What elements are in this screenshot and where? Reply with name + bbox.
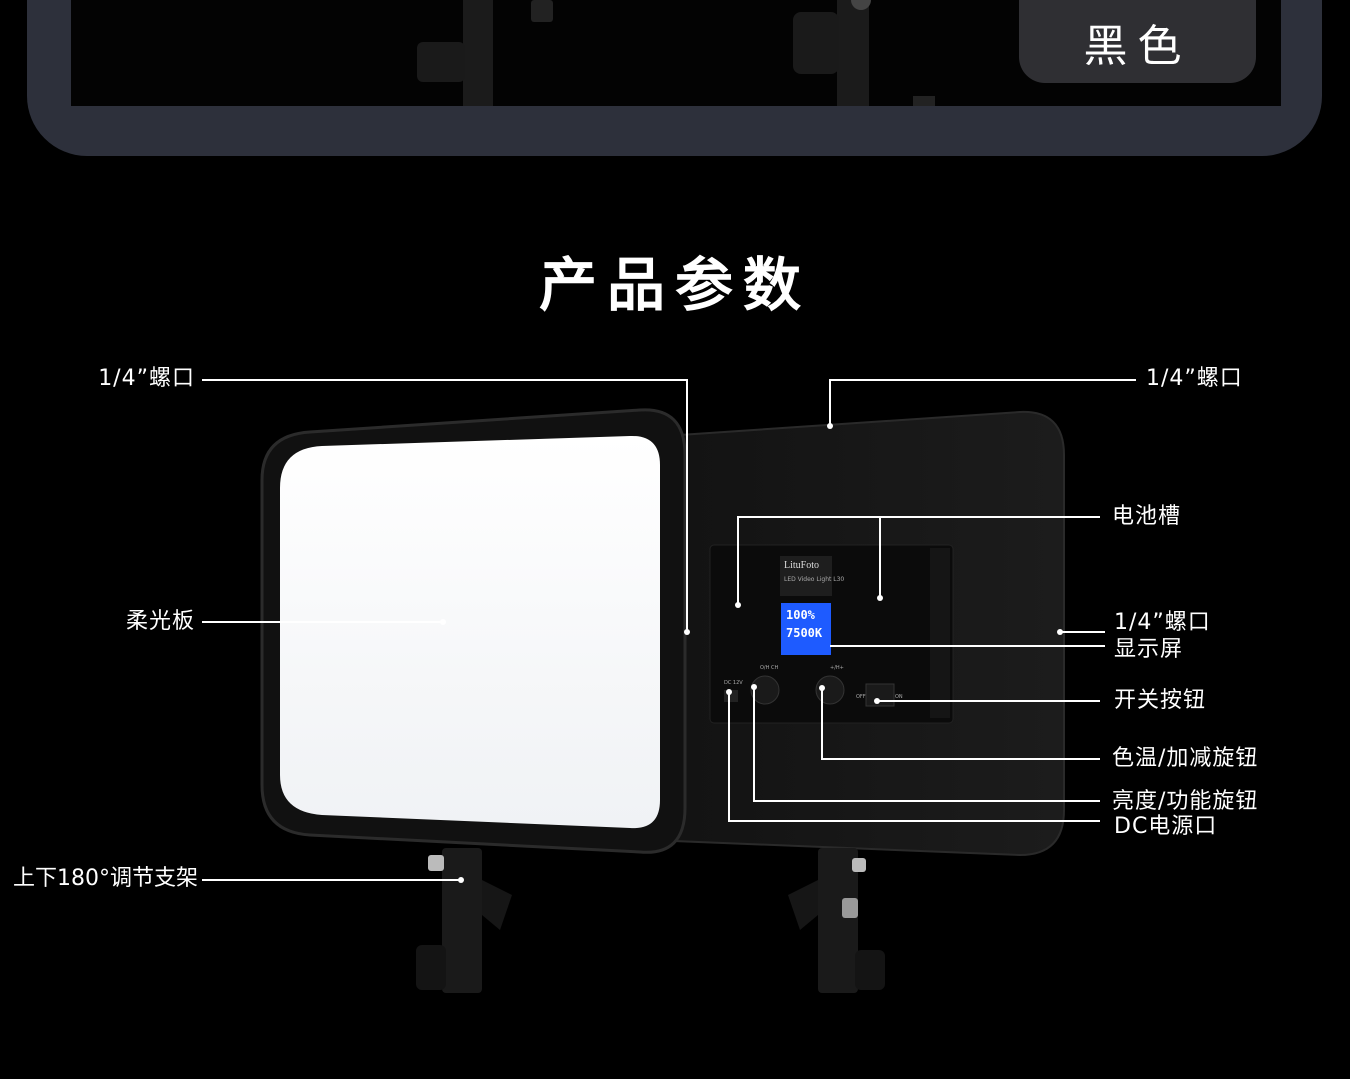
- callout-display: 显示屏: [1114, 637, 1184, 662]
- callout-top-right-mount: 1/4”螺口: [1146, 366, 1243, 391]
- callout-dc-port: DC电源口: [1114, 814, 1218, 839]
- callout-soft-panel: 柔光板: [125, 609, 195, 634]
- callout-brightness-knob: 亮度/功能旋钮: [1112, 789, 1259, 814]
- switch-on-label: ON: [895, 694, 903, 700]
- callout-battery-slot: 电池槽: [1112, 504, 1182, 529]
- callout-temp-knob: 色温/加减旋钮: [1112, 746, 1259, 771]
- section-title: 产品参数: [538, 251, 811, 319]
- knob-left-label: O/H CH: [760, 665, 779, 671]
- lcd-temperature: 7500K: [786, 626, 823, 640]
- brand-logo: LituFoto: [784, 560, 820, 571]
- callout-bracket: 上下180°调节支架: [13, 866, 198, 891]
- lcd-brightness: 100%: [786, 608, 815, 622]
- model-text: LED Video Light L30: [784, 576, 845, 583]
- knob-right-label: +/H+: [830, 665, 844, 671]
- stand-mount-preview: [417, 0, 935, 106]
- dc-label: DC 12V: [724, 680, 743, 686]
- soft-light-panel: [260, 408, 687, 854]
- color-option-label: 黑色: [1083, 20, 1192, 72]
- switch-off-label: OFF: [856, 694, 866, 700]
- back-panel: [649, 410, 1065, 857]
- callout-lines: [202, 379, 1136, 881]
- lcd-screen: [781, 603, 831, 655]
- right-stand: [788, 848, 885, 993]
- callout-dots: [440, 423, 1063, 883]
- callout-power-button: 开关按钮: [1114, 688, 1207, 713]
- left-stand: [416, 848, 512, 993]
- callout-side-mount: 1/4”螺口: [1114, 610, 1211, 635]
- color-option-black[interactable]: 黑色: [1019, 0, 1256, 83]
- callout-top-left-mount: 1/4”螺口: [98, 366, 195, 391]
